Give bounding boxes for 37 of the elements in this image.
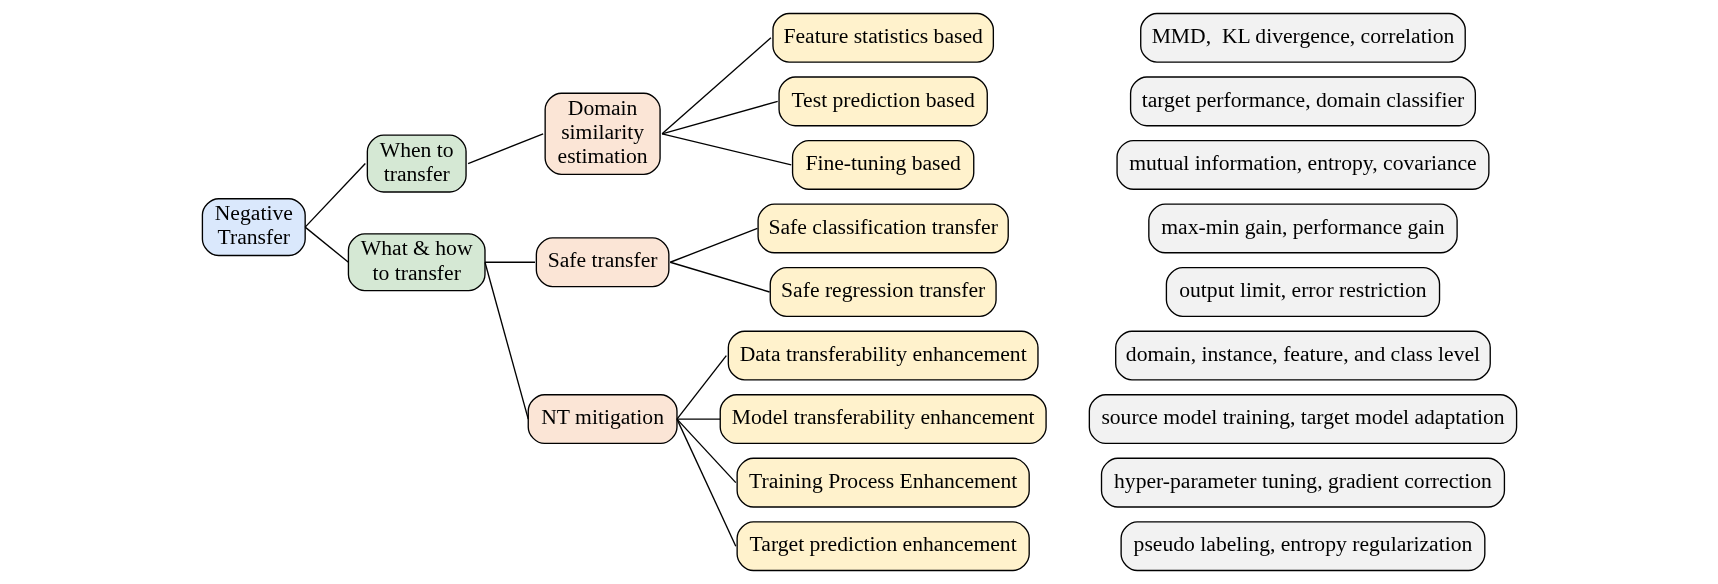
node-box: output limit, error restriction [1165, 267, 1440, 317]
connector [660, 133, 792, 166]
connector [675, 418, 736, 484]
connector [669, 227, 758, 263]
node-box: Negative Transfer [201, 198, 306, 257]
connector [675, 418, 736, 547]
node-box: When to transfer [366, 134, 467, 193]
connector [304, 162, 366, 228]
connector [675, 354, 727, 420]
connector [483, 261, 536, 263]
node-box: Test prediction based [777, 76, 988, 127]
node-box: Safe transfer [535, 237, 670, 288]
node-box: hyper-parameter tuning, gradient correction [1100, 457, 1505, 508]
connector [304, 226, 349, 263]
node-box: mutual information, entropy, covariance [1115, 139, 1490, 190]
node-box: target performance, domain classifier [1129, 76, 1476, 127]
node-box: max-min gain, performance gain [1147, 203, 1458, 254]
node-box: Feature statistics based [771, 12, 994, 63]
node-box: Target prediction enhancement [735, 521, 1030, 572]
connector [466, 133, 544, 165]
connector [669, 261, 770, 293]
connector [675, 418, 721, 420]
connector [483, 261, 529, 420]
connector [660, 37, 772, 135]
node-box: Safe regression transfer [769, 267, 997, 317]
node-box: domain, instance, feature, and class level [1114, 330, 1491, 381]
node-box: Fine-tuning based [791, 139, 974, 190]
node-box: pseudo labeling, entropy regularization [1119, 521, 1485, 572]
node-box: source model training, target model adaptation [1088, 394, 1517, 445]
node-box: What & how to transfer [347, 233, 486, 292]
node-box: Domain similarity estimation [543, 92, 661, 176]
node-box: Model transferability enhancement [719, 394, 1047, 445]
node-box: Data transferability enhancement [727, 330, 1039, 381]
node-box: NT mitigation [527, 394, 678, 445]
node-box: Safe classification transfer [756, 203, 1009, 254]
node-box: Training Process Enhancement [735, 457, 1030, 508]
node-box: MMD, KL divergence, correlation [1139, 12, 1466, 63]
